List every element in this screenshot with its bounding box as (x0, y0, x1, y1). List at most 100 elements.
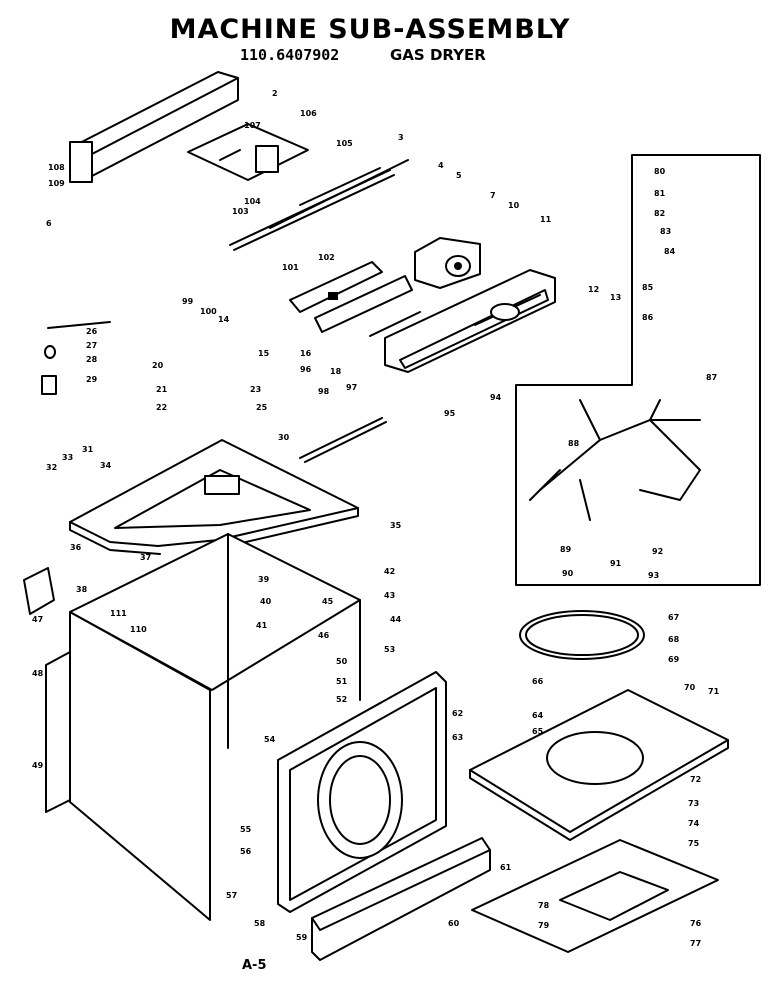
small-parts-left (23, 321, 387, 615)
bottom-plate-part (471, 839, 719, 953)
gasket-ring-part (519, 610, 645, 660)
callout-label: 109 (48, 179, 65, 188)
callout-label: 29 (86, 375, 98, 384)
callout-label: 72 (690, 775, 701, 784)
callout-label: 92 (652, 547, 663, 556)
callout-label: 85 (642, 283, 654, 292)
callout-label: 101 (282, 263, 299, 272)
callout-label: 82 (654, 209, 665, 218)
callout-label: 48 (32, 669, 44, 678)
page-title: MACHINE SUB-ASSEMBLY (169, 14, 571, 45)
callout-label: 35 (390, 521, 402, 530)
motor-bracket-part (414, 237, 481, 289)
callout-label: 95 (444, 409, 456, 418)
callout-label: 76 (690, 919, 702, 928)
callout-label: 21 (156, 385, 168, 394)
callout-label: 86 (642, 313, 654, 322)
callout-label: 59 (296, 933, 308, 942)
callout-label: 26 (86, 327, 98, 336)
callout-label: 22 (156, 403, 167, 412)
callout-label: 78 (538, 901, 550, 910)
callout-label: 58 (254, 919, 266, 928)
callout-label: 99 (182, 297, 194, 306)
callout-label: 20 (152, 361, 164, 370)
callout-label: 54 (264, 735, 276, 744)
callout-label: 23 (250, 385, 261, 394)
switch-panel-part (289, 261, 421, 337)
callout-label: 91 (610, 559, 622, 568)
callout-label: 38 (76, 585, 88, 594)
callout-label: 31 (82, 445, 94, 454)
callout-label: 56 (240, 847, 252, 856)
callout-label: 51 (336, 677, 348, 686)
callout-label: 62 (452, 709, 463, 718)
callout-label: 97 (346, 383, 357, 392)
callout-label: 106 (300, 109, 317, 118)
front-panel-part (277, 671, 447, 913)
clip-bracket-part (187, 123, 309, 181)
model-number: 110.6407902 (240, 46, 340, 64)
callout-label: 79 (538, 921, 550, 930)
callout-label: 90 (562, 569, 574, 578)
callout-label: 71 (708, 687, 720, 696)
callout-label: 5 (456, 171, 462, 180)
callout-label: 61 (500, 863, 512, 872)
callout-label: 53 (384, 645, 395, 654)
callout-label: 15 (258, 349, 270, 358)
callout-label: 110 (130, 625, 147, 634)
product-name: GAS DRYER (390, 46, 486, 64)
page-reference: A-5 (242, 958, 267, 973)
callout-label: 68 (668, 635, 680, 644)
callout-label: 36 (70, 543, 82, 552)
callout-label: 73 (688, 799, 699, 808)
callout-label: 84 (664, 247, 676, 256)
callout-label: 16 (300, 349, 312, 358)
callout-label: 6 (46, 219, 52, 228)
callout-label: 100 (200, 307, 217, 316)
rod-parts (229, 159, 409, 251)
callout-label: 52 (336, 695, 347, 704)
wiring-harness-box (515, 154, 761, 586)
callout-label: 27 (86, 341, 97, 350)
top-bracket-part (69, 71, 239, 183)
callout-label: 42 (384, 567, 395, 576)
callout-label: 88 (568, 439, 580, 448)
callout-label: 98 (318, 387, 330, 396)
callout-label: 10 (508, 201, 520, 210)
callout-label: 93 (648, 571, 659, 580)
callout-label: 18 (330, 367, 342, 376)
callout-label: 45 (322, 597, 334, 606)
callout-label: 28 (86, 355, 98, 364)
callout-label: 55 (240, 825, 252, 834)
callout-label: 13 (610, 293, 621, 302)
callout-label: 108 (48, 163, 65, 172)
callout-label: 63 (452, 733, 463, 742)
callout-label: 66 (532, 677, 544, 686)
callout-label: 39 (258, 575, 270, 584)
callout-label: 43 (384, 591, 395, 600)
callout-label: 47 (32, 615, 43, 624)
callout-label: 64 (532, 711, 544, 720)
callout-label: 70 (684, 683, 696, 692)
control-panel-part (384, 269, 556, 373)
callout-label: 83 (660, 227, 671, 236)
callout-label: 11 (540, 215, 552, 224)
callout-label: 65 (532, 727, 544, 736)
callout-label: 14 (218, 315, 230, 324)
callout-label: 46 (318, 631, 330, 640)
callout-label: 87 (706, 373, 717, 382)
callout-label: 89 (560, 545, 572, 554)
callout-label: 4 (438, 161, 444, 170)
callout-label: 50 (336, 657, 348, 666)
callout-label: 74 (688, 819, 700, 828)
callout-label: 102 (318, 253, 335, 262)
callout-label: 33 (62, 453, 73, 462)
callout-label: 60 (448, 919, 460, 928)
callout-label: 77 (690, 939, 701, 948)
callout-labels: 2 3 4 5 6 7 10 11 12 13 14 15 16 18 20 2… (32, 89, 720, 948)
lower-trim-part (311, 837, 491, 961)
cabinet-part (45, 533, 361, 921)
callout-label: 40 (260, 597, 272, 606)
callout-label: 67 (668, 613, 679, 622)
